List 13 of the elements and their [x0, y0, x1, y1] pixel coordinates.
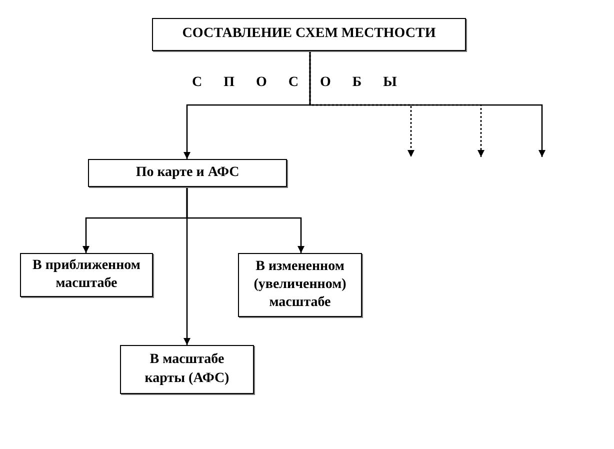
title-box: [152, 18, 466, 51]
option-box: [20, 253, 153, 297]
arrow: [309, 51, 546, 157]
spaced-heading: С П О С О Б Ы: [192, 76, 397, 90]
box-text: СОСТАВЛЕНИЕ СХЕМ МЕСТНОСТИ: [182, 25, 436, 44]
box-text: По карте и АФС: [136, 164, 240, 182]
method-box: [88, 159, 287, 187]
arrow: [184, 187, 190, 345]
option-box: [238, 253, 362, 317]
box-text: В измененном (увеличенном) масштабе: [252, 258, 348, 312]
box-text: В масштабе карты (АФС): [144, 351, 230, 388]
option-box: [120, 345, 254, 394]
box-text: В приближенном масштабе: [32, 256, 142, 293]
